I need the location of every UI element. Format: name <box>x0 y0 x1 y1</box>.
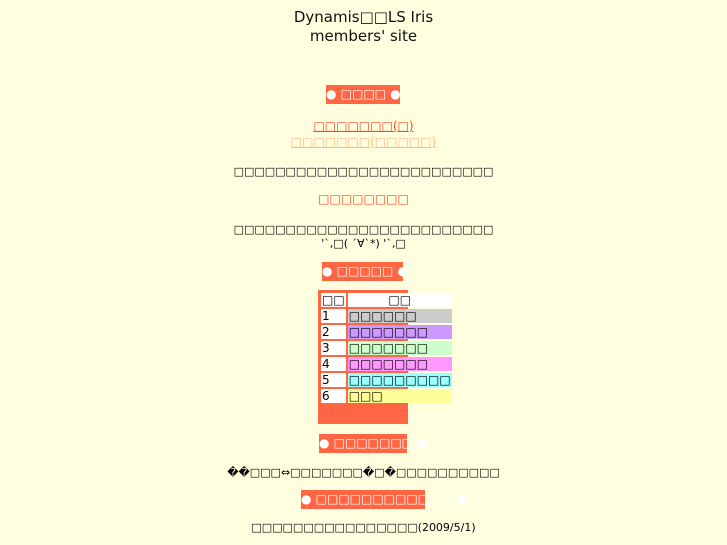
member-name: □□□□□□□ <box>347 341 452 355</box>
news-text-2: □□□□□□□□□□□□□□□□□□□□□□□□□ <box>233 223 494 236</box>
site-title-line1: Dynamis□□LS Iris <box>293 8 434 26</box>
links-text: ��□□□⇔□□□□□□□�□�□□□□□□□□□□ <box>227 466 500 479</box>
members-banner: ● □□□□□ ● <box>322 262 408 281</box>
table-row: 2 □□□□□□□ <box>321 325 452 339</box>
news-text-1: □□□□□□□□□□□□□□□□□□□□□□□□□ <box>233 165 494 178</box>
member-name: □□□□□□□ <box>347 357 452 371</box>
table-row: 1 □□□□□□ <box>321 309 452 323</box>
update-text: □□□□□□□□□□□□□□□□(2009/5/1) <box>251 521 476 534</box>
table-row: 4 □□□□□□□ <box>321 357 452 371</box>
members-col-num: □□ <box>321 293 346 307</box>
news-link-1[interactable]: □□□□□□□(□) <box>313 119 414 133</box>
member-name: □□□ <box>347 389 452 403</box>
table-row: 5 □□□□□□□□□ <box>321 373 452 387</box>
member-num: 5 <box>321 373 346 387</box>
site-title-line2: members' site <box>309 27 418 45</box>
site-title: Dynamis□□LS Iris members' site <box>0 8 727 46</box>
members-table: □□ □□ 1 □□□□□□ 2 □□□□□□□ 3 □□□□□□□ 4 □□□… <box>318 290 452 424</box>
news-emoticon: '`,□( ´∀`*) '`,□ <box>321 237 406 250</box>
member-name: □□□□□□ <box>347 309 452 323</box>
links-banner: ● □□□□□□□ ● <box>319 434 428 453</box>
member-num: 2 <box>321 325 346 339</box>
table-row: 6 □□□ <box>321 389 452 403</box>
news-red-text: □□□□□□□□ <box>318 192 409 206</box>
news-link-2[interactable]: □□□□□□□(□□□□□) <box>290 135 437 149</box>
member-num: 6 <box>321 389 346 403</box>
member-num: 4 <box>321 357 346 371</box>
members-header-row: □□ □□ <box>321 293 452 307</box>
member-name: □□□□□□□□□ <box>347 373 452 387</box>
table-row: 3 □□□□□□□ <box>321 341 452 355</box>
member-num: 3 <box>321 341 346 355</box>
member-num: 1 <box>321 309 346 323</box>
member-name: □□□□□□□ <box>347 325 452 339</box>
update-banner: ● □□□□□□□□□□□□ ● <box>301 490 466 509</box>
news-banner: ● □□□□ ● <box>326 85 401 104</box>
members-col-name: □□ <box>347 293 452 307</box>
